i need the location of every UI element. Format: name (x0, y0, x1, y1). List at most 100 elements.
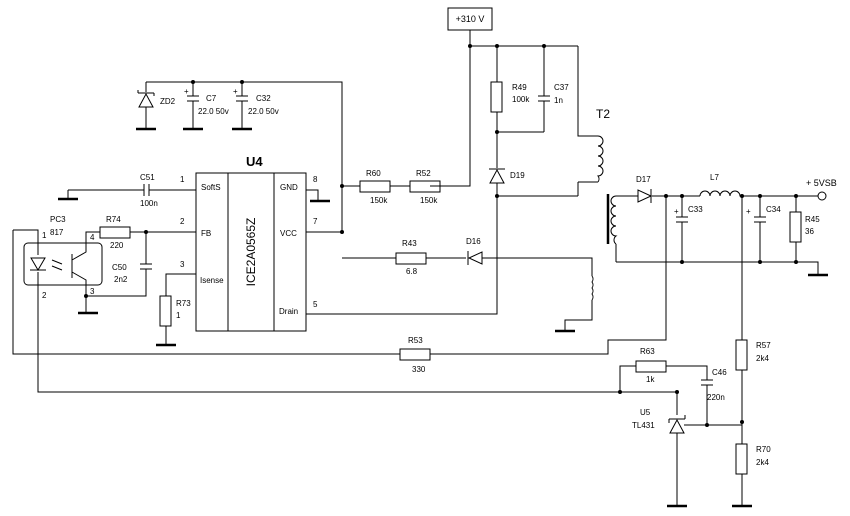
u4-part: ICE2A0565Z (244, 218, 258, 287)
pin-gnd: GND (280, 183, 298, 192)
r52-value: 150k (420, 196, 438, 205)
c51-value: 100n (140, 199, 158, 208)
c46-value: 220n (707, 393, 725, 402)
r57-value: 2k4 (756, 354, 769, 363)
c51-ref: C51 (140, 173, 155, 182)
pin-num-7: 7 (313, 217, 318, 226)
r63-value: 1k (646, 375, 655, 384)
resistor-r45: R45 36 (789, 196, 820, 262)
resistor-r73: R73 1 (159, 273, 196, 344)
optocoupler-pc3: PC3 817 1 2 3 4 (13, 215, 103, 300)
c7-value: 22.0 50v (198, 107, 229, 116)
diode-d16: D16 (466, 237, 500, 265)
d16-label: D16 (466, 237, 481, 246)
pc3-pin1: 1 (42, 231, 47, 240)
pc3-ref: PC3 (50, 215, 66, 224)
c33-label: C33 (688, 205, 703, 214)
resistor-r70: R70 2k4 (735, 422, 771, 505)
svg-text:+: + (233, 87, 238, 96)
diode-d17: D17 (626, 175, 666, 203)
aux-winding-bottom (564, 300, 593, 330)
zener-zd2: ZD2 (137, 82, 176, 128)
r73-ref: R73 (176, 299, 191, 308)
output-label: + 5VSB (806, 178, 837, 188)
capacitor-c51: C51 100n (67, 173, 196, 208)
pin-isense: Isense (200, 276, 224, 285)
primary-top-wire (577, 46, 598, 137)
capacitor-c50: C50 2n2 (86, 232, 152, 297)
opto-cathode-wire (37, 290, 677, 393)
regulator-u5: U5 TL431 (632, 392, 742, 505)
t2-label: T2 (596, 107, 610, 121)
c50-ref: C50 (112, 263, 127, 272)
hv-rail (430, 30, 578, 187)
c34-label: C34 (766, 205, 781, 214)
opto-collector-wire (85, 231, 100, 238)
capacitor-c32: + C32 22.0 50v (233, 82, 279, 128)
pin-softs: SoftS (201, 183, 221, 192)
c37-ref: C37 (554, 83, 569, 92)
resistor-r43: R43 6.8 (395, 239, 466, 276)
pin-num-5: 5 (313, 300, 318, 309)
resistor-r60: R60 150k (359, 169, 410, 205)
hv-label: +310 V (456, 14, 485, 24)
ic-u4: U4 ICE2A0565Z SoftS FB Isense GND VCC Dr… (180, 154, 318, 332)
resistor-r74: R74 220 (99, 215, 196, 250)
opto-anode-wire (12, 196, 667, 355)
u5-ref: U5 (640, 408, 651, 417)
c46-ref: C46 (712, 368, 727, 377)
zd2-label: ZD2 (160, 97, 176, 106)
resistor-r63: R63 1k (619, 347, 708, 392)
r60-ref: R60 (366, 169, 381, 178)
d19-label: D19 (510, 171, 525, 180)
r70-value: 2k4 (756, 458, 769, 467)
pin-num-8: 8 (313, 175, 318, 184)
c7-ref: C7 (206, 94, 217, 103)
svg-text:+: + (746, 207, 751, 216)
resistor-r52: R52 150k (409, 169, 441, 205)
r53-value: 330 (412, 365, 426, 374)
d17-label: D17 (636, 175, 651, 184)
pin-vcc: VCC (280, 229, 297, 238)
r63-ref: R63 (640, 347, 655, 356)
c32-ref: C32 (256, 94, 271, 103)
r60-value: 150k (370, 196, 388, 205)
pin-num-3: 3 (180, 260, 185, 269)
r43-ref: R43 (402, 239, 417, 248)
r73-value: 1 (176, 311, 181, 320)
r52-ref: R52 (416, 169, 431, 178)
r57-ref: R57 (756, 341, 771, 350)
inductor-l7: L7 (699, 173, 742, 197)
resistor-r49: R49 100k (490, 80, 530, 132)
c37-value: 1n (554, 96, 563, 105)
capacitor-c7: + C7 22.0 50v (184, 82, 229, 128)
pin-fb: FB (201, 229, 211, 238)
secondary-ground-rail (616, 261, 819, 274)
pc3-part: 817 (50, 228, 64, 237)
u4-ref: U4 (246, 154, 263, 169)
r45-ref: R45 (805, 215, 820, 224)
pc3-pin2: 2 (42, 291, 47, 300)
r43-value: 6.8 (406, 267, 418, 276)
drain-node (497, 182, 579, 197)
pin-num-2: 2 (180, 217, 185, 226)
drain-wire (306, 196, 498, 315)
u5-value: TL431 (632, 421, 655, 430)
r53-ref: R53 (408, 336, 423, 345)
resistor-r53: R53 330 (399, 336, 431, 374)
pc3-pin4: 4 (90, 233, 95, 242)
r74-value: 220 (110, 241, 124, 250)
aux-winding-top (500, 257, 593, 276)
diode-d19: D19 (489, 132, 525, 196)
r45-value: 36 (805, 227, 814, 236)
capacitor-c46: C46 220n (701, 368, 727, 425)
capacitor-c37: C37 1n (495, 80, 569, 134)
c32-value: 22.0 50v (248, 107, 279, 116)
capacitor-c33: + C33 (674, 196, 703, 262)
resistor-r57: R57 2k4 (735, 339, 771, 422)
pc3-pin3: 3 (90, 287, 95, 296)
r49-value: 100k (512, 95, 530, 104)
r49-ref: R49 (512, 83, 527, 92)
